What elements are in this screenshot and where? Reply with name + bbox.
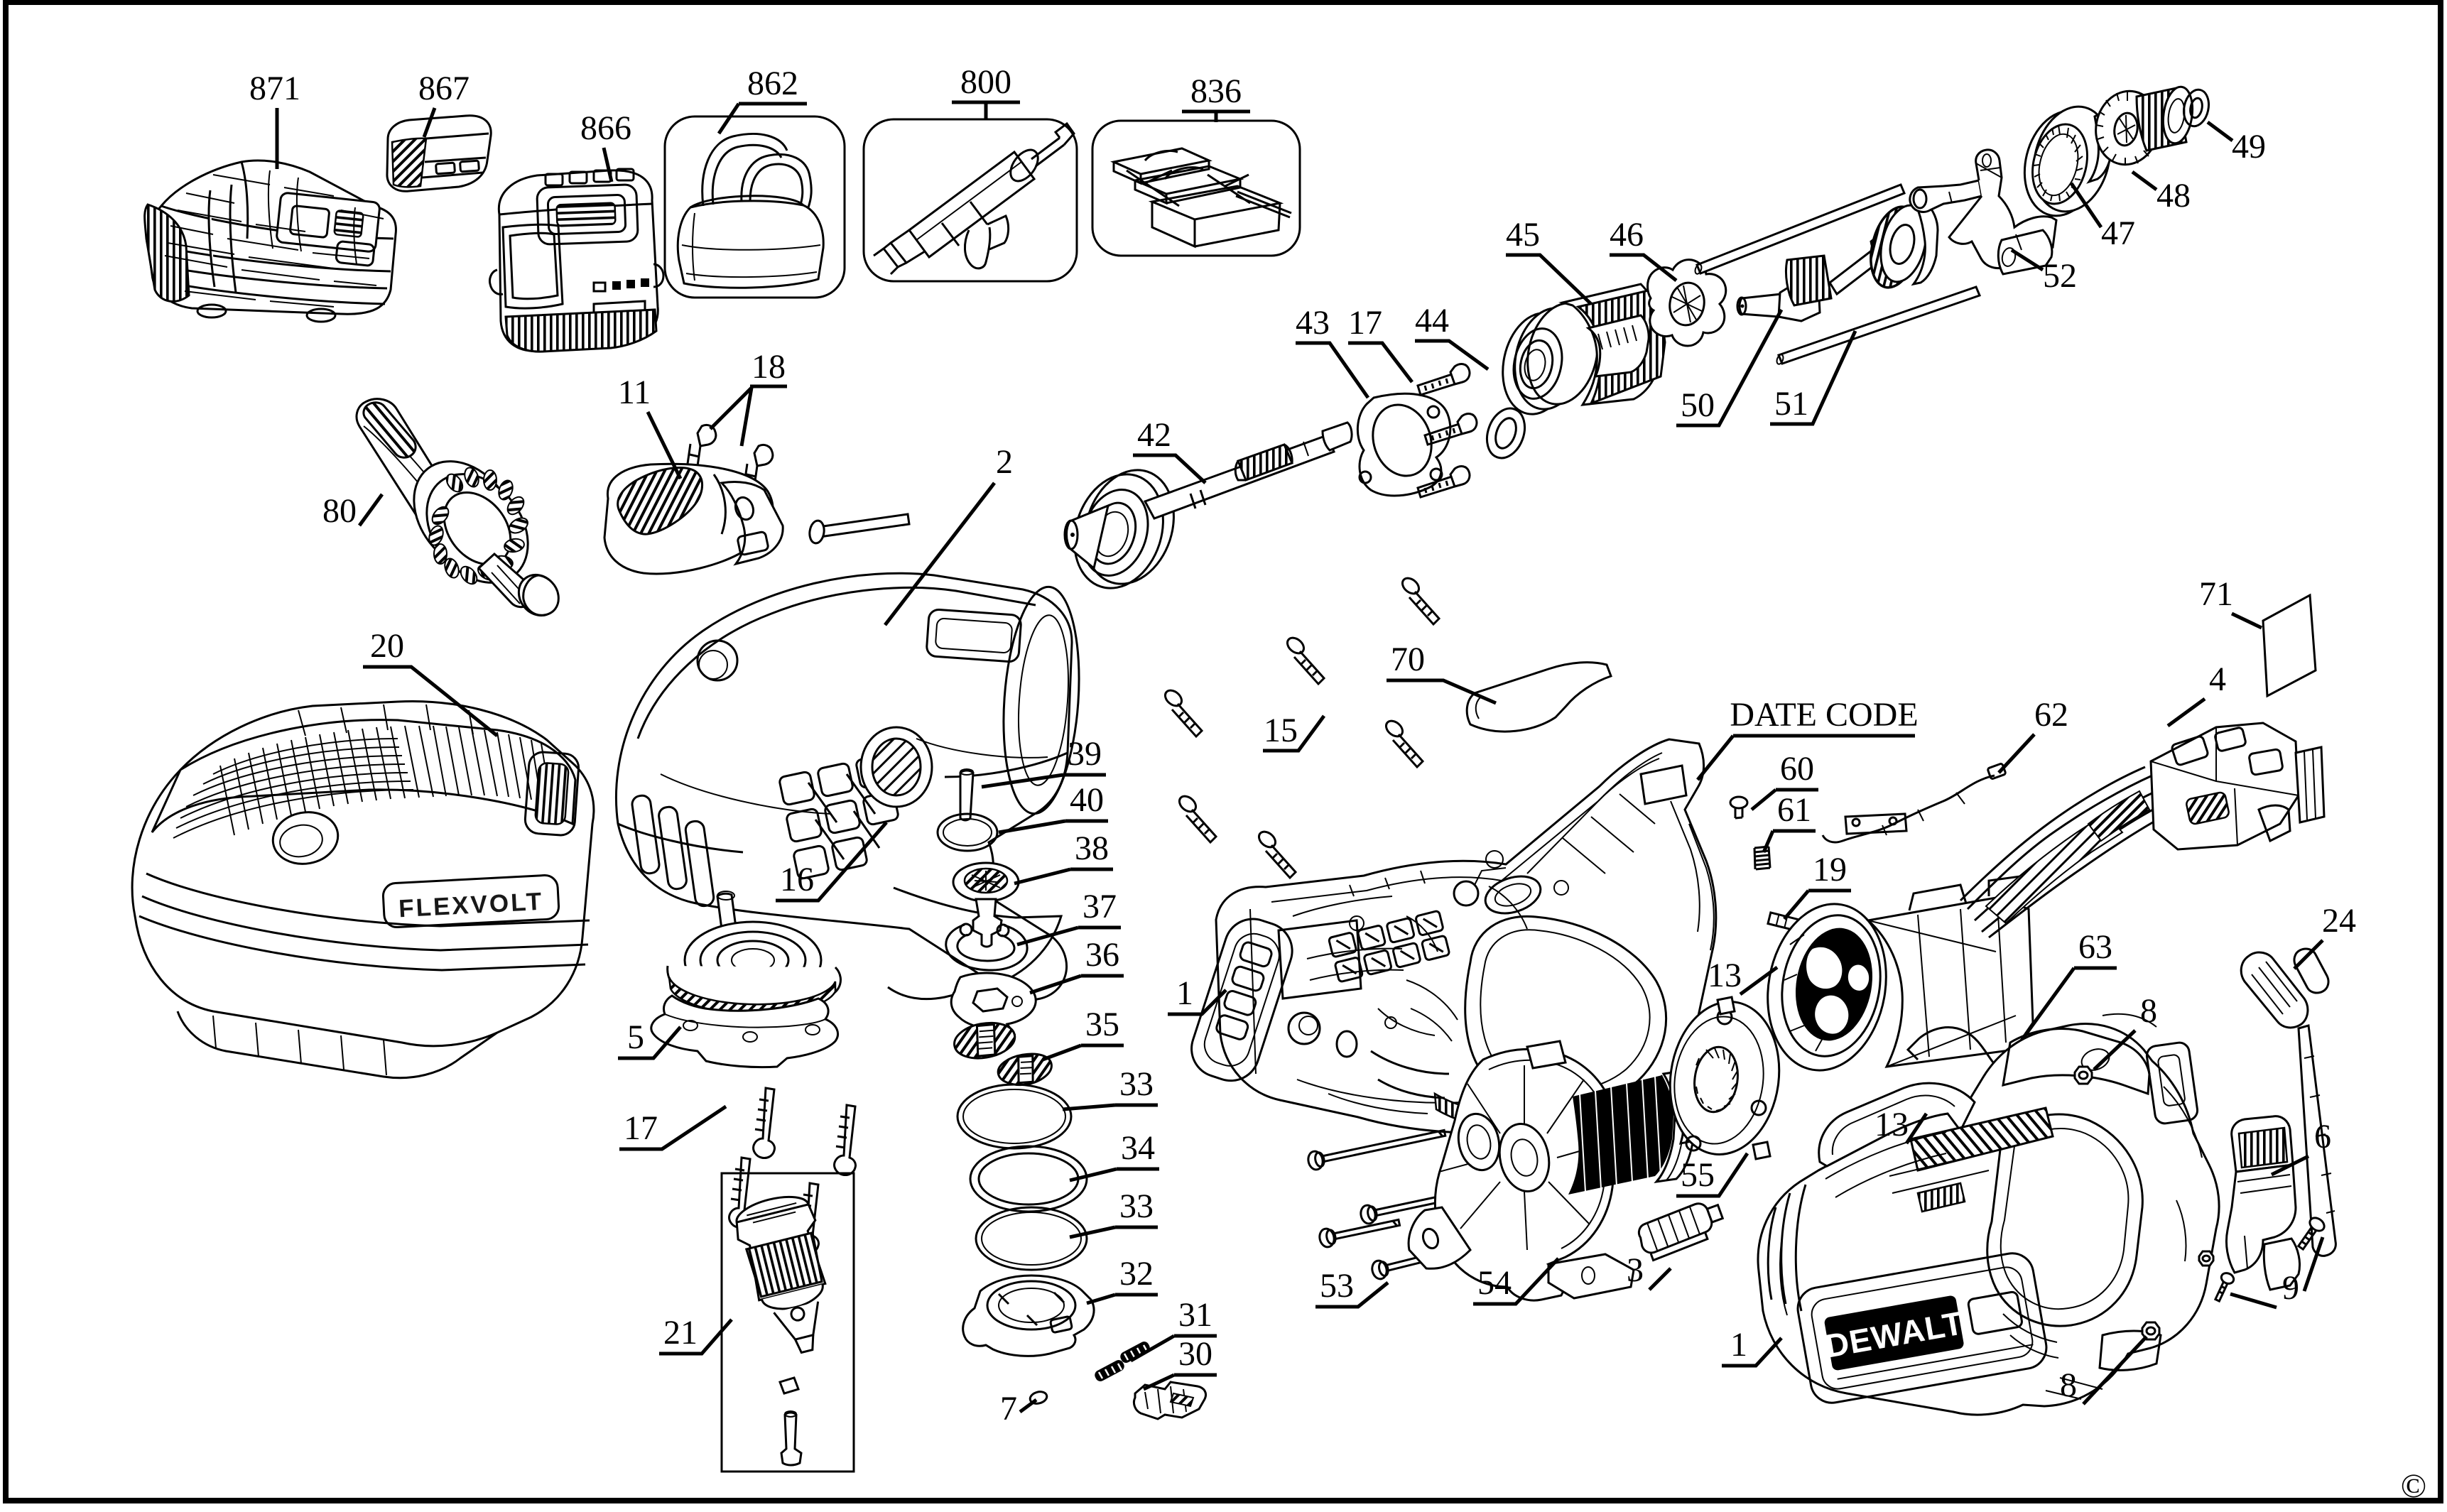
svg-text:19: 19 xyxy=(1813,851,1847,888)
svg-text:2: 2 xyxy=(996,443,1013,481)
svg-text:24: 24 xyxy=(2322,902,2356,940)
svg-text:30: 30 xyxy=(1178,1335,1212,1373)
svg-text:36: 36 xyxy=(1085,936,1119,974)
svg-text:3: 3 xyxy=(1627,1251,1644,1289)
svg-text:34: 34 xyxy=(1121,1129,1155,1167)
svg-text:800: 800 xyxy=(960,63,1011,101)
svg-text:43: 43 xyxy=(1296,304,1330,342)
svg-text:871: 871 xyxy=(249,70,300,107)
svg-text:80: 80 xyxy=(322,492,357,530)
svg-text:60: 60 xyxy=(1780,750,1814,788)
svg-text:47: 47 xyxy=(2101,214,2135,252)
svg-text:70: 70 xyxy=(1391,641,1425,678)
svg-text:37: 37 xyxy=(1083,888,1117,925)
svg-text:32: 32 xyxy=(1119,1255,1154,1293)
svg-text:48: 48 xyxy=(2156,177,2191,214)
svg-text:51: 51 xyxy=(1774,385,1808,423)
svg-text:4: 4 xyxy=(2209,660,2226,698)
svg-text:38: 38 xyxy=(1075,830,1109,867)
svg-text:53: 53 xyxy=(1320,1267,1354,1305)
svg-text:63: 63 xyxy=(2078,928,2112,966)
svg-text:17: 17 xyxy=(1348,304,1382,342)
svg-text:52: 52 xyxy=(2043,257,2077,295)
svg-text:866: 866 xyxy=(580,109,631,147)
svg-text:35: 35 xyxy=(1085,1006,1119,1043)
svg-text:9: 9 xyxy=(2282,1269,2299,1307)
svg-text:6: 6 xyxy=(2314,1118,2331,1155)
svg-text:7: 7 xyxy=(1000,1390,1017,1427)
svg-text:8: 8 xyxy=(2060,1366,2077,1404)
svg-text:17: 17 xyxy=(624,1109,658,1147)
svg-text:31: 31 xyxy=(1178,1296,1212,1334)
svg-text:18: 18 xyxy=(752,348,786,386)
svg-text:50: 50 xyxy=(1681,386,1715,424)
svg-text:8: 8 xyxy=(2140,992,2157,1030)
svg-text:1: 1 xyxy=(1176,974,1193,1012)
svg-text:42: 42 xyxy=(1137,416,1171,454)
svg-text:71: 71 xyxy=(2199,575,2233,613)
svg-text:54: 54 xyxy=(1477,1264,1512,1302)
svg-text:11: 11 xyxy=(618,374,651,411)
svg-text:DATE CODE: DATE CODE xyxy=(1730,696,1918,734)
svg-text:1: 1 xyxy=(1730,1326,1747,1364)
svg-text:13: 13 xyxy=(1708,957,1742,994)
svg-text:15: 15 xyxy=(1264,712,1298,749)
svg-text:45: 45 xyxy=(1506,216,1540,254)
svg-text:©: © xyxy=(2401,1467,2426,1505)
svg-text:44: 44 xyxy=(1415,302,1449,339)
svg-text:867: 867 xyxy=(418,70,470,107)
svg-text:836: 836 xyxy=(1190,72,1242,110)
svg-text:20: 20 xyxy=(370,627,404,665)
svg-text:5: 5 xyxy=(627,1018,644,1056)
svg-text:49: 49 xyxy=(2232,128,2266,165)
svg-text:16: 16 xyxy=(780,861,814,898)
svg-text:21: 21 xyxy=(663,1314,698,1351)
svg-text:55: 55 xyxy=(1681,1156,1715,1194)
svg-text:13: 13 xyxy=(1874,1106,1909,1143)
svg-text:46: 46 xyxy=(1610,216,1644,254)
svg-text:61: 61 xyxy=(1777,791,1811,829)
svg-text:862: 862 xyxy=(747,65,798,102)
svg-text:62: 62 xyxy=(2034,696,2068,734)
svg-text:33: 33 xyxy=(1119,1187,1154,1225)
svg-text:33: 33 xyxy=(1119,1065,1154,1103)
svg-text:39: 39 xyxy=(1068,735,1102,773)
svg-text:40: 40 xyxy=(1070,781,1104,819)
